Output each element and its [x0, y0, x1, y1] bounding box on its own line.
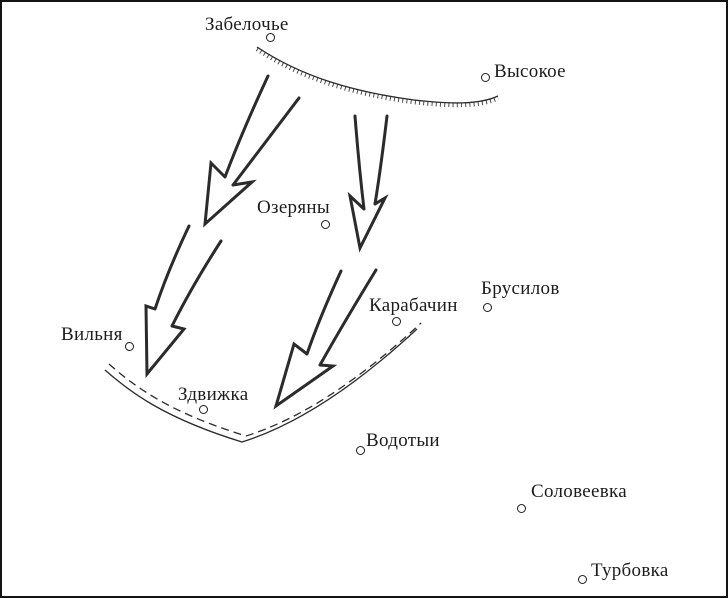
town-label-zdvizhka: Здвижка	[178, 384, 249, 405]
town-marker-karabachin	[392, 317, 401, 326]
town-label-zabeloche: Забелочье	[205, 14, 289, 35]
attack-arrow-upper-left	[203, 74, 301, 228]
front-line-hatch-ticks	[255, 47, 499, 108]
town-marker-vysokoe	[481, 73, 490, 82]
town-marker-brusilov	[483, 303, 492, 312]
attack-arrow-curved	[273, 268, 378, 410]
town-label-turbovka: Турбовка	[591, 560, 669, 581]
town-marker-soloveevka	[517, 504, 526, 513]
town-marker-turbovka	[578, 575, 587, 584]
town-label-brusilov: Брусилов	[481, 278, 560, 299]
attack-arrows	[144, 74, 389, 410]
front-line	[256, 46, 499, 104]
town-marker-vilnya	[125, 342, 134, 351]
town-marker-zdvizhka	[199, 405, 208, 414]
town-marker-zabeloche	[266, 33, 275, 42]
town-label-karabachin: Карабачин	[369, 295, 458, 316]
town-label-vilnya: Вильня	[61, 324, 123, 345]
town-marker-ozeryany	[321, 220, 330, 229]
town-label-vysokoe: Высокое	[494, 61, 566, 82]
attack-arrow-lower-left	[144, 224, 223, 379]
town-marker-vodotyi	[356, 446, 365, 455]
town-label-vodotyi: Водотыи	[366, 430, 440, 451]
boundary-line-dashed	[108, 322, 422, 437]
town-label-soloveevka: Соловеевка	[531, 481, 627, 502]
boundary-line-solid	[104, 328, 418, 443]
town-label-ozeryany: Озеряны	[257, 197, 330, 218]
attack-arrow-middle	[347, 114, 389, 253]
